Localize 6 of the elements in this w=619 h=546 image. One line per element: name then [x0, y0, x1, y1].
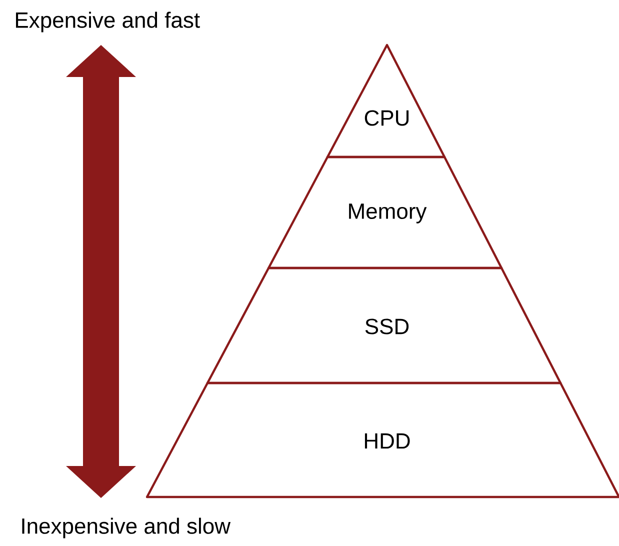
pyramid-tier: Memory — [268, 156, 503, 270]
pyramid-tier: SSD — [206, 266, 562, 384]
pyramid-tier: HDD — [146, 382, 619, 498]
scale-label: Expensive and fast — [16, 12, 200, 32]
scale-label: Inexpensive and slow — [22, 518, 231, 538]
pyramid-top: CPU — [326, 44, 446, 158]
